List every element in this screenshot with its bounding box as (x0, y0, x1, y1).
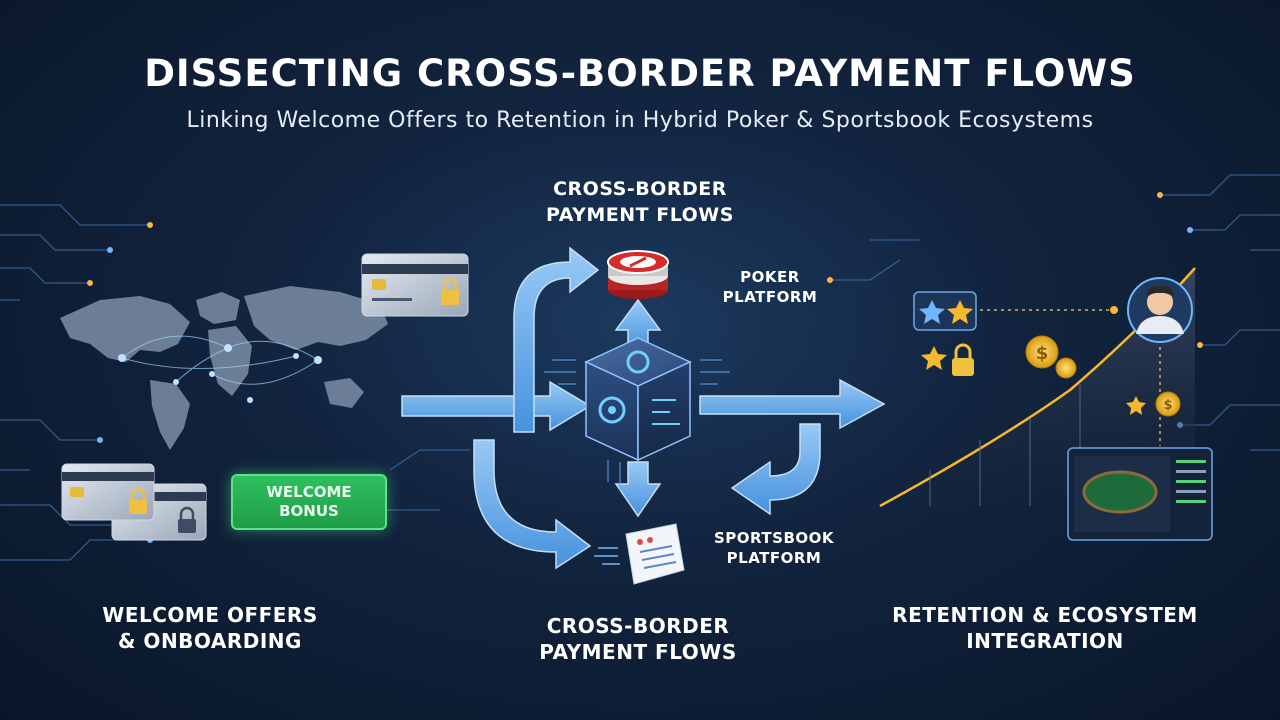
retention-heading: RETENTION & ECOSYSTEM INTEGRATION (892, 603, 1198, 653)
connector-dot (1110, 306, 1118, 314)
svg-text:$: $ (1163, 398, 1172, 413)
svg-text:$: $ (1036, 343, 1049, 364)
receipt-icon (594, 523, 685, 585)
page-title: DISSECTING CROSS-BORDER PAYMENT FLOWS (144, 52, 1136, 95)
sportsbook-platform-label: SPORTSBOOK PLATFORM (713, 529, 835, 567)
poker-table-screen-icon (1067, 447, 1213, 541)
lock-icon (129, 487, 147, 514)
world-network-nodes (118, 344, 322, 403)
welcome-bonus-button[interactable]: WELCOME BONUS (231, 474, 387, 530)
rating-panel (913, 291, 977, 331)
coin-icon: $ (1155, 391, 1181, 417)
dotted-connectors (980, 309, 1161, 446)
star-icon (921, 346, 947, 370)
circuit-lines-left (0, 204, 470, 561)
page-subtitle: Linking Welcome Offers to Retention in H… (186, 108, 1094, 133)
coin-icon: $ (1025, 335, 1077, 379)
user-avatar-icon (1127, 277, 1193, 343)
lock-icon (441, 277, 459, 305)
poker-platform-label: POKER PLATFORM (722, 268, 818, 306)
poker-chip-icon (607, 250, 669, 299)
world-network-lines (121, 335, 319, 385)
cube-circuit-traces (544, 359, 730, 490)
lock-icon (952, 343, 974, 376)
hub-top-label: CROSS-BORDER PAYMENT FLOWS (546, 178, 734, 226)
lock-icon (178, 506, 196, 533)
welcome-offers-heading: WELCOME OFFERS & ONBOARDING (102, 603, 318, 653)
credit-card-icon (361, 253, 469, 317)
star-icon (947, 300, 973, 324)
star-icon (1126, 396, 1146, 415)
hub-bottom-label: CROSS-BORDER PAYMENT FLOWS (539, 614, 737, 664)
flow-arrows (401, 246, 886, 570)
star-icon (919, 300, 945, 324)
world-map-icon (60, 286, 388, 450)
gear-cube-icon (584, 337, 692, 462)
